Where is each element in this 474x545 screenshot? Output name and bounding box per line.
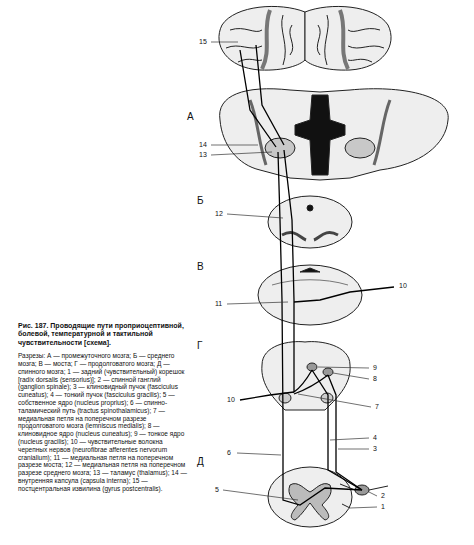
section-letter: В [196,262,205,272]
callout-number: 14 [198,141,208,148]
callout-number: 10 [226,396,236,403]
fasciculus-gracilis [312,370,362,490]
thalamocortical-fibres [240,50,276,147]
callout-number: 2 [380,492,386,499]
callout-number: 15 [198,38,208,45]
section-letter: А [186,112,195,122]
leader-line [237,453,281,455]
leader-line [227,302,288,304]
callout-number: 5 [214,486,220,493]
leader-line [211,42,238,43]
fasciculus-cuneatus [328,375,362,490]
section-outline [258,265,362,325]
callout-number: 3 [372,445,378,452]
pons-section [258,265,362,325]
postcentral-gyrus [262,10,270,69]
thalamus [345,138,375,158]
pathways [240,45,394,505]
substantia-nigra [282,233,338,240]
gray-matter [289,484,331,520]
cortex [219,6,391,70]
spinothalamic-tract [278,152,362,505]
cranial-nerve-fibres [240,392,294,400]
section-outline [220,89,449,180]
leader-line [333,373,369,379]
ventricle [300,268,320,272]
callout-number: 7 [374,403,380,410]
leader-line [318,367,369,368]
callout-number: 13 [198,151,208,158]
spinal-cord-section [268,467,388,527]
gyri [226,15,293,65]
callout-number: 1 [380,503,386,510]
section-letter: Г [196,341,203,351]
pons-boundary [272,280,348,285]
left-hemisphere [219,6,305,70]
nucleus-cuneatus [323,368,333,376]
leader-line [298,394,371,407]
medulla-section [262,342,350,410]
right-hemisphere [305,6,391,70]
callout-number: 9 [372,364,378,371]
callout-number: 4 [372,434,378,441]
leader-line [223,490,298,500]
leader-line [350,507,377,508]
diencephalon-section [220,89,449,180]
leader-line [227,214,283,218]
callout-number: 6 [226,449,232,456]
thalamocortical-fibres [256,45,284,145]
olive [279,393,291,403]
section-outline [262,342,350,410]
ventricle [295,95,345,175]
callout-number: 10 [398,282,408,289]
section-letter: Д [196,457,205,467]
nucleus-gracilis [307,363,317,371]
leader-line [330,438,369,440]
aqueduct [307,205,313,211]
leader-line [369,492,377,496]
leader-line [211,152,272,155]
postcentral-gyrus [340,10,348,69]
figure-caption: Рис. 187. Проводящие пути проприоцептивн… [18,322,188,347]
leader-line [338,449,369,450]
thalamus [265,138,295,158]
medial-lemniscus [284,150,312,392]
gyri [317,15,384,65]
internal-capsule [250,100,390,165]
medial-lemniscus [294,375,328,394]
callout-number: 8 [372,375,378,382]
cranial-nerve-fibres [294,287,394,302]
leader-lines [211,42,377,508]
section-letter: Б [196,196,205,206]
key-text: Разрезы: А — промежуточного мозга; Б — с… [18,352,188,492]
callout-number: 12 [214,210,224,217]
leader-line [211,145,258,146]
callout-number: 11 [214,300,223,307]
